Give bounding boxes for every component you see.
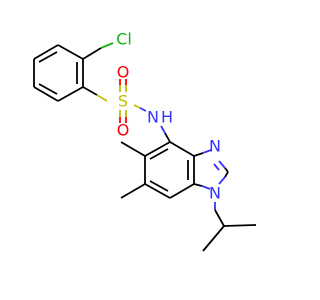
atom-label-n-amine: N (147, 108, 159, 127)
bond-ring1-d-inner (38, 83, 58, 95)
atom-label-n-imidazole-top: N (209, 137, 221, 156)
bond-ring1-b-inner (38, 51, 58, 63)
bond-s-n (133, 104, 141, 109)
bond-c3a-n3-blue (202, 149, 212, 154)
bond-s-n-blue (139, 107, 147, 112)
bond-c-cl-green (100, 42, 114, 49)
imidazole-ring (193, 149, 229, 190)
bond-c7-c6-inner (149, 180, 169, 192)
bond-ring1-d (33, 86, 59, 102)
bond-n1-c7a (193, 183, 203, 187)
bond-c7-c6 (144, 183, 171, 199)
bond-n-c4-blue (160, 125, 166, 134)
bond-ring1-e (57, 86, 84, 102)
bond-c2-n1 (224, 171, 229, 178)
bond-ch-me-b (223, 224, 257, 227)
bond-n3-c2 (224, 167, 229, 173)
bond-ring1-a (57, 44, 84, 60)
chemical-structure-diagram: Cl S O O N H N N (33, 30, 257, 252)
bond-c2-n1-blue (218, 176, 226, 185)
bond-c-s (82, 86, 98, 96)
bond-ch-me-a (202, 225, 225, 252)
bond-n-c4 (164, 132, 171, 143)
bond-methyl-6 (120, 183, 146, 199)
bond-c-cl (82, 47, 102, 60)
benzimidazole-benzene-ring (144, 141, 195, 199)
atom-label-n-imidazole-bottom: N (209, 184, 221, 203)
chlorobenzene-ring (33, 44, 84, 102)
bond-n3-c2-blue (218, 160, 226, 169)
atom-label-cl: Cl (116, 30, 132, 49)
atom-label-s: S (118, 92, 128, 111)
bond-c7a-c7 (169, 183, 195, 199)
atom-label-o-bottom: O (117, 121, 130, 140)
bond-c3a-n3 (193, 152, 204, 157)
bond-ring1-b (33, 44, 59, 60)
bond-c4-c3a (169, 141, 195, 157)
bond-methyl-5 (120, 141, 146, 157)
atom-label-o-top: O (117, 63, 130, 82)
bond-n1-ch (214, 209, 225, 227)
bond-n3-c2-inner-blue (213, 163, 220, 171)
atom-label-h-amine: H (161, 108, 173, 127)
bond-c5-c4 (144, 141, 171, 157)
bond-c-s-yellow (96, 94, 108, 102)
bond-c5-c4-inner (149, 148, 169, 160)
bond-n1-c7a-blue (201, 185, 211, 190)
